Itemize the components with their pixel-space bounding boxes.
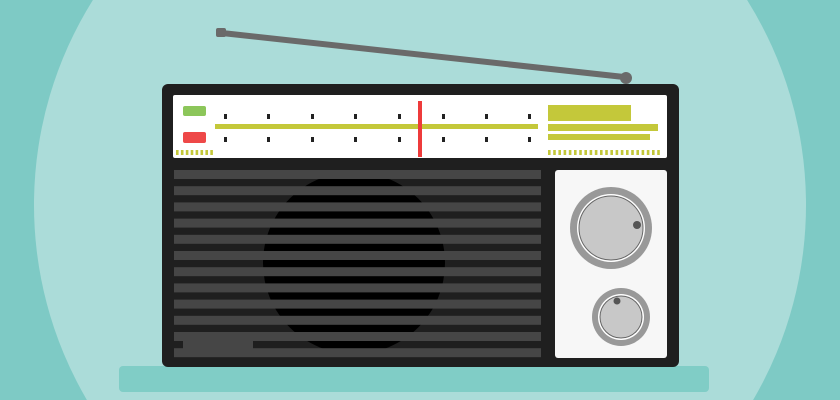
grille-stripe	[174, 267, 541, 277]
frequency-ticks	[224, 114, 531, 142]
tick-mark	[528, 137, 531, 142]
volume-knob[interactable]	[592, 288, 650, 346]
frequency-scale-line	[215, 124, 538, 129]
dot-segment	[615, 150, 619, 155]
tick-mark	[311, 137, 314, 142]
dot-segment	[594, 150, 598, 155]
tick-mark	[398, 137, 401, 142]
dot-segment	[563, 150, 567, 155]
dot-segment	[605, 150, 608, 155]
dot-segment	[636, 150, 639, 155]
antenna-icon	[216, 28, 632, 84]
dot-segment	[584, 150, 587, 155]
grille-stripe	[174, 202, 541, 212]
dot-segment	[195, 150, 199, 155]
tuning-dial	[173, 95, 667, 158]
tick-mark	[311, 114, 314, 119]
tick-mark	[442, 114, 445, 119]
level-bar-2	[548, 124, 658, 131]
grille-stripe	[174, 348, 541, 358]
tick-mark	[354, 137, 357, 142]
shelf	[119, 366, 709, 392]
dot-segment	[620, 150, 624, 155]
dot-segment	[600, 150, 603, 155]
grille-stripe	[174, 170, 541, 179]
dot-segment	[548, 150, 551, 155]
dot-segment	[200, 150, 204, 155]
tick-mark	[354, 114, 357, 119]
dot-segment	[574, 150, 577, 155]
dot-segment	[626, 150, 629, 155]
speaker-grille	[174, 170, 541, 358]
grille-stripe	[174, 299, 541, 309]
dot-segment	[180, 150, 184, 155]
dot-segment	[589, 150, 593, 155]
tuning-knob[interactable]	[570, 187, 652, 269]
speaker-cone	[263, 172, 445, 354]
tick-mark	[267, 137, 270, 142]
tuning-needle[interactable]	[418, 101, 422, 157]
tick-mark	[485, 114, 488, 119]
dot-segment	[558, 150, 561, 155]
tick-mark	[398, 114, 401, 119]
tick-mark	[442, 137, 445, 142]
green-indicator-light	[183, 106, 206, 116]
dot-segment	[641, 150, 645, 155]
dot-segment	[652, 150, 655, 155]
tick-mark	[485, 137, 488, 142]
tick-mark	[267, 114, 270, 119]
dot-segment	[631, 150, 634, 155]
dotted-strips	[176, 150, 660, 155]
dot-segment	[568, 150, 572, 155]
grille-label-plate	[183, 340, 253, 349]
grille-stripe	[174, 332, 541, 341]
tick-mark	[528, 114, 531, 119]
dot-segment	[210, 150, 213, 155]
dot-segment	[553, 150, 556, 155]
dot-segment	[579, 150, 582, 155]
dot-segment	[657, 150, 660, 155]
grille-stripe	[174, 186, 541, 196]
dot-segment	[185, 150, 189, 155]
level-bar-1	[548, 105, 631, 121]
grille-stripe	[174, 283, 541, 293]
dot-segment	[205, 150, 208, 155]
tick-mark	[224, 114, 227, 119]
grille-stripe	[174, 234, 541, 244]
dot-segment	[176, 150, 179, 155]
level-bar-3	[548, 134, 650, 140]
grille-stripe	[174, 315, 541, 325]
grille-stripe	[174, 251, 541, 260]
grille-stripe	[174, 218, 541, 228]
dot-segment	[190, 150, 194, 155]
dot-segment	[610, 150, 613, 155]
red-indicator-light	[183, 132, 206, 143]
dot-segment	[646, 150, 650, 155]
tick-mark	[224, 137, 227, 142]
